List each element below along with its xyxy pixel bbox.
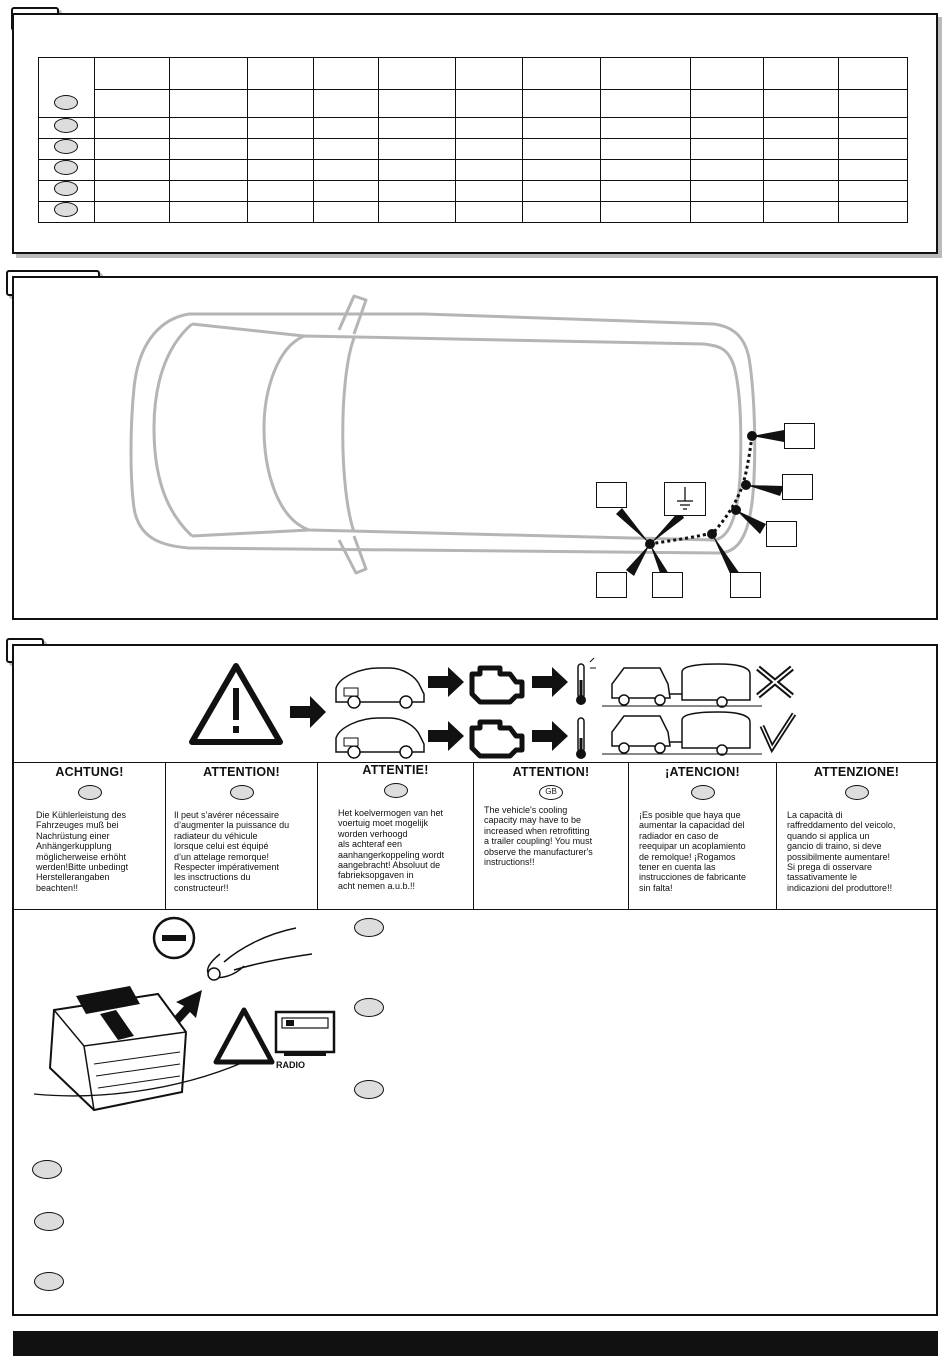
language-oval <box>54 181 79 196</box>
connector-box <box>596 572 627 598</box>
warning-triangle-icon <box>189 663 283 745</box>
table-row <box>39 89 908 118</box>
connector-box <box>596 482 627 508</box>
battery-illustration <box>34 916 336 1112</box>
ground-box <box>664 482 706 516</box>
warning-heading: ATTENZIONE! <box>813 765 900 779</box>
table-row <box>38 180 908 202</box>
table-row <box>38 117 908 139</box>
language-oval <box>77 785 102 800</box>
language-oval <box>54 202 79 217</box>
warning-text: Il peut s’avérer nécessaire d’augmenter … <box>174 810 290 893</box>
language-oval <box>354 918 384 937</box>
language-oval <box>34 1212 64 1231</box>
warning-it: ATTENZIONE! La capacità di raffreddament… <box>777 763 936 909</box>
radio-label: RADIO <box>276 1060 305 1070</box>
language-oval <box>54 118 79 133</box>
cooling-warning-panel: ACHTUNG! Die Kühlerleistung des Fahrzeug… <box>12 644 938 1316</box>
connector-box <box>784 423 815 449</box>
check-icon <box>759 712 797 754</box>
cross-icon <box>756 665 794 699</box>
warning-gb: ATTENTION! GB The vehicle's cooling capa… <box>474 763 629 909</box>
language-oval <box>354 1080 384 1099</box>
vehicle-table <box>38 57 908 223</box>
language-oval <box>54 139 79 154</box>
wiring-diagram-panel <box>12 276 938 620</box>
warning-fr: ATTENTION! Il peut s’avérer nécessaire d… <box>166 763 318 909</box>
language-oval <box>54 160 79 175</box>
thermometer-icon <box>576 657 596 705</box>
language-oval-gb: GB <box>539 785 563 800</box>
warning-heading: ¡ATENCION! <box>665 765 740 779</box>
table-row <box>38 201 908 223</box>
language-oval <box>354 998 384 1017</box>
warning-heading: ATTENTIE! <box>362 763 429 777</box>
table-row <box>38 159 908 181</box>
vehicle-table-panel <box>12 13 938 254</box>
language-oval <box>844 785 869 800</box>
warning-de: ACHTUNG! Die Kühlerleistung des Fahrzeug… <box>14 763 166 909</box>
warning-es: ¡ATENCION! ¡Es posible que haya que aume… <box>629 763 777 909</box>
warning-heading: ACHTUNG! <box>55 765 124 779</box>
radio-icon <box>274 1010 336 1056</box>
car-top-view <box>129 294 784 578</box>
footer-bar <box>13 1331 938 1356</box>
table-header-row <box>38 57 908 118</box>
warning-text: ¡Es posible que haya que aumentar la cap… <box>639 810 747 893</box>
engine-icon <box>469 665 525 705</box>
connector-box <box>782 474 813 500</box>
warning-text: Die Kühlerleistung des Fahrzeuges muß be… <box>36 810 129 893</box>
warning-row: ACHTUNG! Die Kühlerleistung des Fahrzeug… <box>14 762 936 910</box>
language-oval <box>54 95 79 110</box>
ground-symbol-icon <box>677 487 693 510</box>
warning-text: La capacità di raffreddamento del veicol… <box>787 810 896 893</box>
connector-box <box>652 572 683 598</box>
language-oval <box>32 1160 62 1179</box>
language-oval <box>383 783 408 798</box>
warning-text: Het koelvermogen van het voertuig moet m… <box>338 808 445 891</box>
connector-box <box>766 521 797 547</box>
language-code: GB <box>545 787 557 796</box>
minus-circle-icon <box>152 916 196 960</box>
table-row <box>38 138 908 160</box>
language-oval <box>690 785 715 800</box>
warning-nl: ATTENTIE! Het koelvermogen van het voert… <box>318 763 474 909</box>
warning-text: The vehicle's cooling capacity may have … <box>484 805 593 868</box>
language-oval <box>229 785 254 800</box>
warning-heading: ATTENTION! <box>512 765 590 779</box>
warning-heading: ATTENTION! <box>203 765 280 779</box>
cooling-pictogram <box>189 657 797 759</box>
language-oval <box>34 1272 64 1291</box>
connector-box <box>730 572 761 598</box>
